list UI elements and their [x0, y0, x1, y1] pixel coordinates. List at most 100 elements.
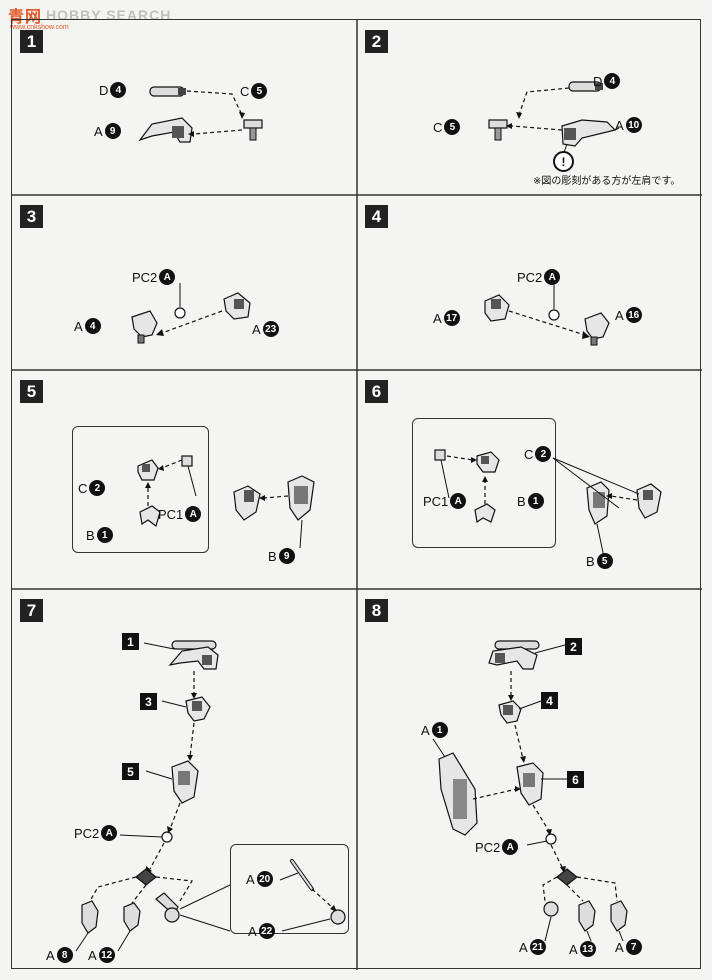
- label-letter: A: [246, 871, 255, 887]
- part-number-badge: A: [544, 269, 561, 285]
- part-number-badge: 17: [443, 310, 460, 326]
- ref-step-2: 2: [565, 638, 582, 655]
- part-number-badge: 21: [529, 939, 546, 955]
- label-letter: A: [615, 117, 624, 133]
- label-letter: B: [86, 527, 95, 543]
- ref-step-4: 4: [541, 692, 558, 709]
- step-number: 3: [20, 205, 43, 228]
- step-ref-badge: 3: [140, 693, 157, 710]
- label-letter: PC1: [158, 506, 184, 522]
- part-number-badge: 2: [535, 446, 552, 462]
- part-number-badge: 20: [256, 871, 273, 887]
- step-8-parts: [432, 640, 628, 942]
- part-number-badge: 13: [579, 941, 596, 957]
- engraving-note: ※図の彫刻がある方が左肩です。: [533, 176, 681, 187]
- part-number-badge: 5: [444, 119, 461, 135]
- panel-step-7: 7: [12, 589, 357, 970]
- label-letter: C: [240, 83, 250, 99]
- step-7-parts: [75, 640, 346, 952]
- step-3-parts: [131, 283, 251, 344]
- ref-step-1: 1: [122, 633, 139, 650]
- label-letter: A: [433, 310, 442, 326]
- step-ref-badge: 4: [541, 692, 558, 709]
- label-letter: A: [252, 321, 261, 337]
- label-letter: A: [74, 318, 83, 334]
- part-number-badge: A: [101, 825, 118, 841]
- label-letter: B: [517, 493, 526, 509]
- label-letter: A: [569, 941, 578, 957]
- label-letter: A: [615, 939, 624, 955]
- part-number-badge: A: [450, 493, 467, 509]
- part-number-badge: 5: [596, 553, 613, 569]
- label-letter: C: [524, 446, 534, 462]
- label-letter: PC2: [517, 269, 543, 285]
- step-ref-badge: 2: [565, 638, 582, 655]
- label-letter: A: [94, 123, 103, 139]
- label-letter: D: [99, 82, 109, 98]
- part-number-badge: 1: [527, 493, 544, 509]
- step-ref-badge: 1: [122, 633, 139, 650]
- part-number-badge: A: [502, 839, 519, 855]
- watermark-url: www.cnkshow.com: [10, 24, 69, 31]
- part-number-badge: A: [159, 269, 176, 285]
- subassembly-box: [72, 426, 209, 553]
- part-number-badge: 5: [251, 83, 268, 99]
- hand-variant-box: [230, 844, 349, 934]
- part-number-badge: 1: [431, 722, 448, 738]
- step-number: 4: [365, 205, 388, 228]
- label-letter: A: [88, 947, 97, 963]
- part-number-badge: 4: [110, 82, 127, 98]
- label-letter: PC2: [74, 825, 100, 841]
- part-number-badge: 16: [625, 307, 642, 323]
- label-letter: B: [268, 548, 277, 564]
- grid-lines: [12, 20, 702, 970]
- step-ref-badge: 5: [122, 763, 139, 780]
- step-4-parts: [484, 285, 610, 346]
- step-ref-badge: 6: [567, 771, 584, 788]
- panel-step-8: 8: [357, 589, 702, 970]
- part-number-badge: 7: [625, 939, 642, 955]
- step-number: 5: [20, 380, 43, 403]
- part-number-badge: 1: [96, 527, 113, 543]
- label-letter: A: [421, 722, 430, 738]
- subassembly-box: [412, 418, 556, 548]
- step-1-parts: [138, 86, 263, 143]
- label-letter: D: [593, 73, 603, 89]
- label-letter: A: [46, 947, 55, 963]
- ref-step-3: 3: [140, 693, 157, 710]
- part-number-badge: 2: [89, 480, 106, 496]
- step-6-parts: [434, 449, 662, 563]
- label-letter: A: [248, 923, 257, 939]
- part-number-badge: 10: [625, 117, 642, 133]
- label-letter: PC1: [423, 493, 449, 509]
- part-number-badge: 4: [84, 318, 101, 334]
- part-number-badge: 4: [604, 73, 621, 89]
- part-number-badge: 23: [262, 321, 279, 337]
- part-number-badge: 12: [98, 947, 115, 963]
